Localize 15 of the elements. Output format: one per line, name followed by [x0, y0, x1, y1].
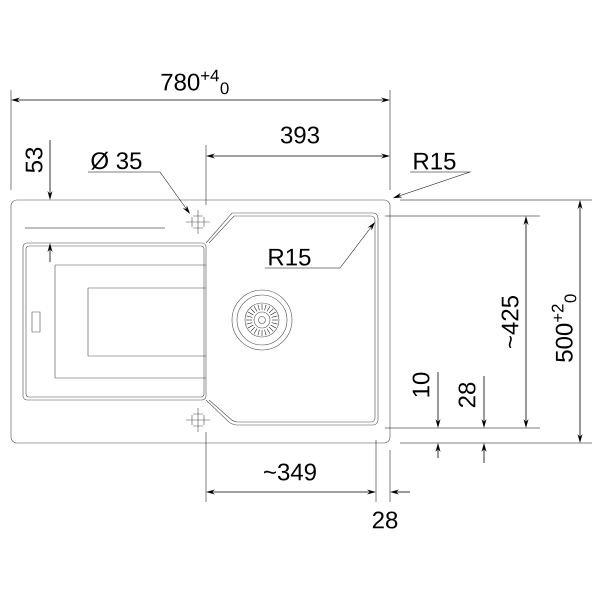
dimension-label: 780$^{+4}$0: [161, 70, 229, 94]
dimension-label: 28: [372, 512, 398, 528]
callout-label: R15: [269, 248, 310, 266]
leader-line: [264, 222, 375, 268]
leader-line: [88, 172, 190, 214]
dimension-label: ~349: [264, 464, 316, 480]
dimension-label: 10: [412, 372, 430, 397]
dimension-label: ~425: [502, 296, 518, 348]
dimension-label: 500$^{+2}$0: [552, 294, 576, 362]
leader-line: [394, 172, 470, 198]
callout-label: R15: [414, 152, 456, 170]
dimension-label: 393: [280, 126, 319, 144]
dimension-label: 28: [458, 382, 476, 408]
dimension-label: 53: [26, 148, 42, 172]
callout-label: Ø 35: [91, 152, 142, 170]
